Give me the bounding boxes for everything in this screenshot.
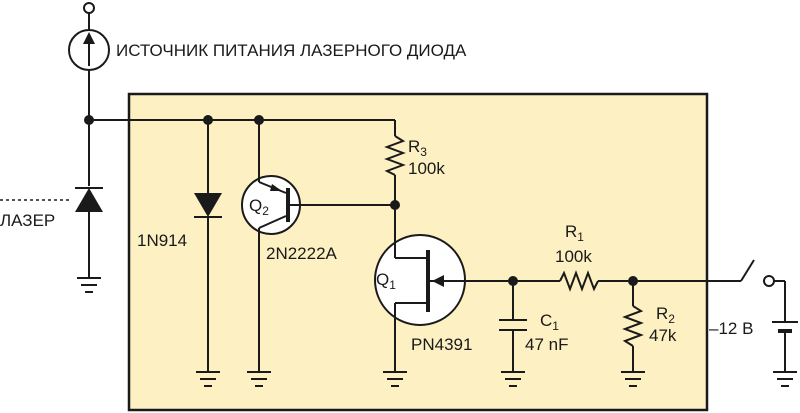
r3-label: R3 xyxy=(408,137,427,159)
ground-q2 xyxy=(247,371,271,387)
switch-contact xyxy=(763,275,775,287)
ground-battery xyxy=(773,371,797,387)
q1-label: Q1 xyxy=(376,270,396,292)
battery-label: –12 В xyxy=(709,319,753,338)
current-source-arrow xyxy=(83,32,95,44)
ground-r2 xyxy=(621,371,645,387)
q1-part-label: PN4391 xyxy=(411,335,472,354)
switch-lever xyxy=(740,259,755,282)
r2-resistor-symbol xyxy=(622,305,644,347)
laser-label: ЛАЗЕР xyxy=(0,211,55,230)
r2-label: R2 xyxy=(656,304,675,326)
ground-c1 xyxy=(501,371,525,387)
diode-1n914-label: 1N914 xyxy=(137,231,187,250)
diode-1n914-symbol xyxy=(194,193,222,217)
ground-q1 xyxy=(383,371,407,387)
ground-diode xyxy=(196,371,220,387)
power-terminal xyxy=(83,2,95,14)
q2-part-label: 2N2222A xyxy=(266,244,338,263)
r1-resistor-symbol xyxy=(559,270,599,292)
r1-label: R1 xyxy=(565,222,584,244)
c1-value-label: 47 nF xyxy=(525,335,568,354)
r3-resistor-symbol xyxy=(384,135,406,176)
power-source-label: ИСТОЧНИК ПИТАНИЯ ЛАЗЕРНОГО ДИОДА xyxy=(116,41,467,60)
r1-value-label: 100k xyxy=(555,247,592,266)
q2-label: Q2 xyxy=(249,196,269,218)
r2-value-label: 47k xyxy=(649,326,677,345)
laser-diode-symbol xyxy=(75,188,103,212)
c1-label: C1 xyxy=(540,311,559,333)
r3-value-label: 100k xyxy=(408,159,445,178)
ground-laser xyxy=(77,277,101,293)
